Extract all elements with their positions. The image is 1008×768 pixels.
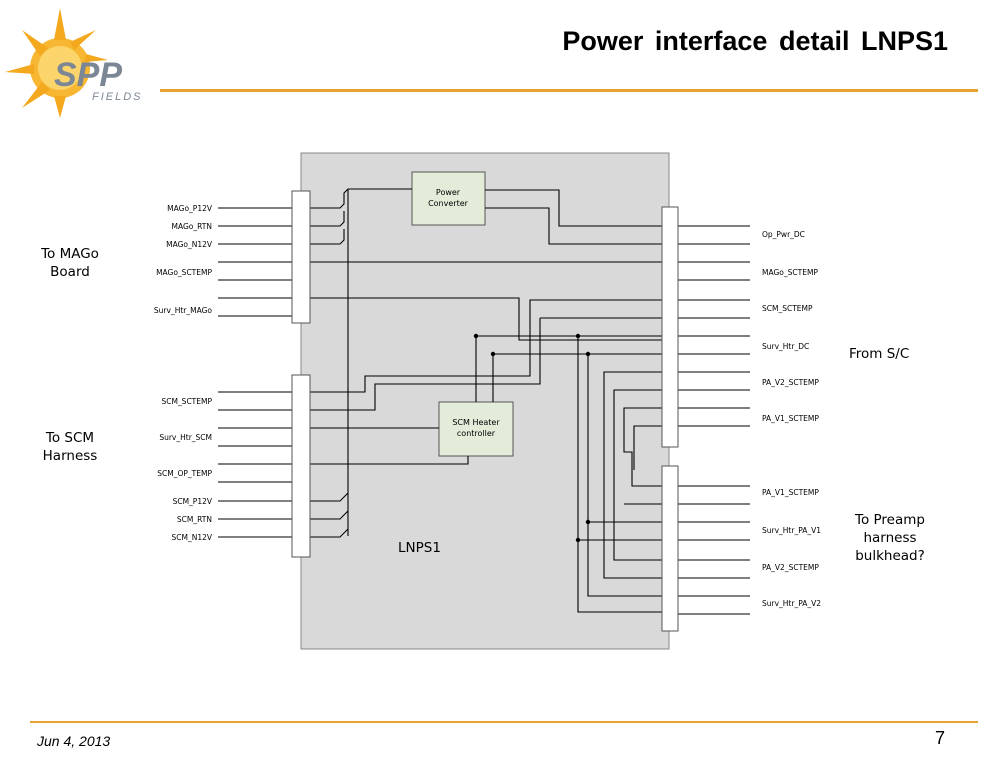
connector-right-preamp [661, 465, 679, 632]
slide-title: Power interface detail LNPS1 [562, 26, 948, 56]
connector-left-mago [291, 190, 311, 324]
title-divider [160, 89, 978, 92]
connector-left-scm [291, 374, 311, 558]
spp-fields-logo: SPP FIELDS [5, 8, 143, 118]
right-top-signal-labels: Op_Pwr_DC MAGo_SCTEMP SCM_SCTEMP Surv_Htr_D… [762, 230, 819, 423]
power-converter-box [411, 171, 486, 226]
left-signal-scm-3: SCM_P12V [173, 497, 213, 506]
left-signal-scm-2: SCM_OP_TEMP [157, 469, 212, 478]
lnps1-label: LNPS1 [398, 540, 441, 556]
left-signal-scm-0: SCM_SCTEMP [161, 397, 212, 406]
left-signal-mago-0: MAGo_P12V [167, 204, 213, 213]
right-signal-sc-3: Surv_Htr_DC [762, 342, 809, 351]
left-bottom-signal-labels: SCM_SCTEMP Surv_Htr_SCM SCM_OP_TEMP SCM_P12… [157, 397, 213, 542]
wiring [218, 188, 750, 615]
right-signal-sc-2: SCM_SCTEMP [762, 304, 813, 313]
junction-dots [473, 333, 591, 543]
left-signal-mago-4: Surv_Htr_MAGo [154, 306, 212, 315]
logo-subtext: FIELDS [92, 91, 143, 103]
right-signal-sc-0: Op_Pwr_DC [762, 230, 805, 239]
group-label-from-sc: From S/C [849, 346, 909, 362]
scm-heater-box [438, 401, 514, 457]
right-signal-preamp-2: PA_V2_SCTEMP [762, 563, 819, 572]
right-signal-preamp-1: Surv_Htr_PA_V1 [762, 526, 821, 535]
right-signal-sc-5: PA_V1_SCTEMP [762, 414, 819, 423]
logo-text: SPP [54, 56, 122, 94]
right-signal-sc-1: MAGo_SCTEMP [762, 268, 818, 277]
connector-right-sc [661, 206, 679, 448]
left-signal-scm-5: SCM_N12V [171, 533, 212, 542]
left-signal-scm-1: Surv_Htr_SCM [159, 433, 212, 442]
right-signal-sc-4: PA_V2_SCTEMP [762, 378, 819, 387]
left-signal-mago-3: MAGo_SCTEMP [156, 268, 212, 277]
footer-divider [30, 721, 978, 723]
right-signal-preamp-0: PA_V1_SCTEMP [762, 488, 819, 497]
left-signal-scm-4: SCM_RTN [177, 515, 212, 524]
sun-icon [5, 8, 108, 118]
left-signal-mago-1: MAGo_RTN [172, 222, 212, 231]
right-signal-preamp-3: Surv_Htr_PA_V2 [762, 599, 821, 608]
lnps1-box [300, 152, 670, 650]
page-number: 7 [935, 728, 946, 748]
left-top-signal-labels: MAGo_P12V MAGo_RTN MAGo_N12V MAGo_SCTEMP Sur… [154, 204, 213, 315]
footer-date: Jun 4, 2013 [37, 733, 111, 749]
left-signal-mago-2: MAGo_N12V [166, 240, 213, 249]
